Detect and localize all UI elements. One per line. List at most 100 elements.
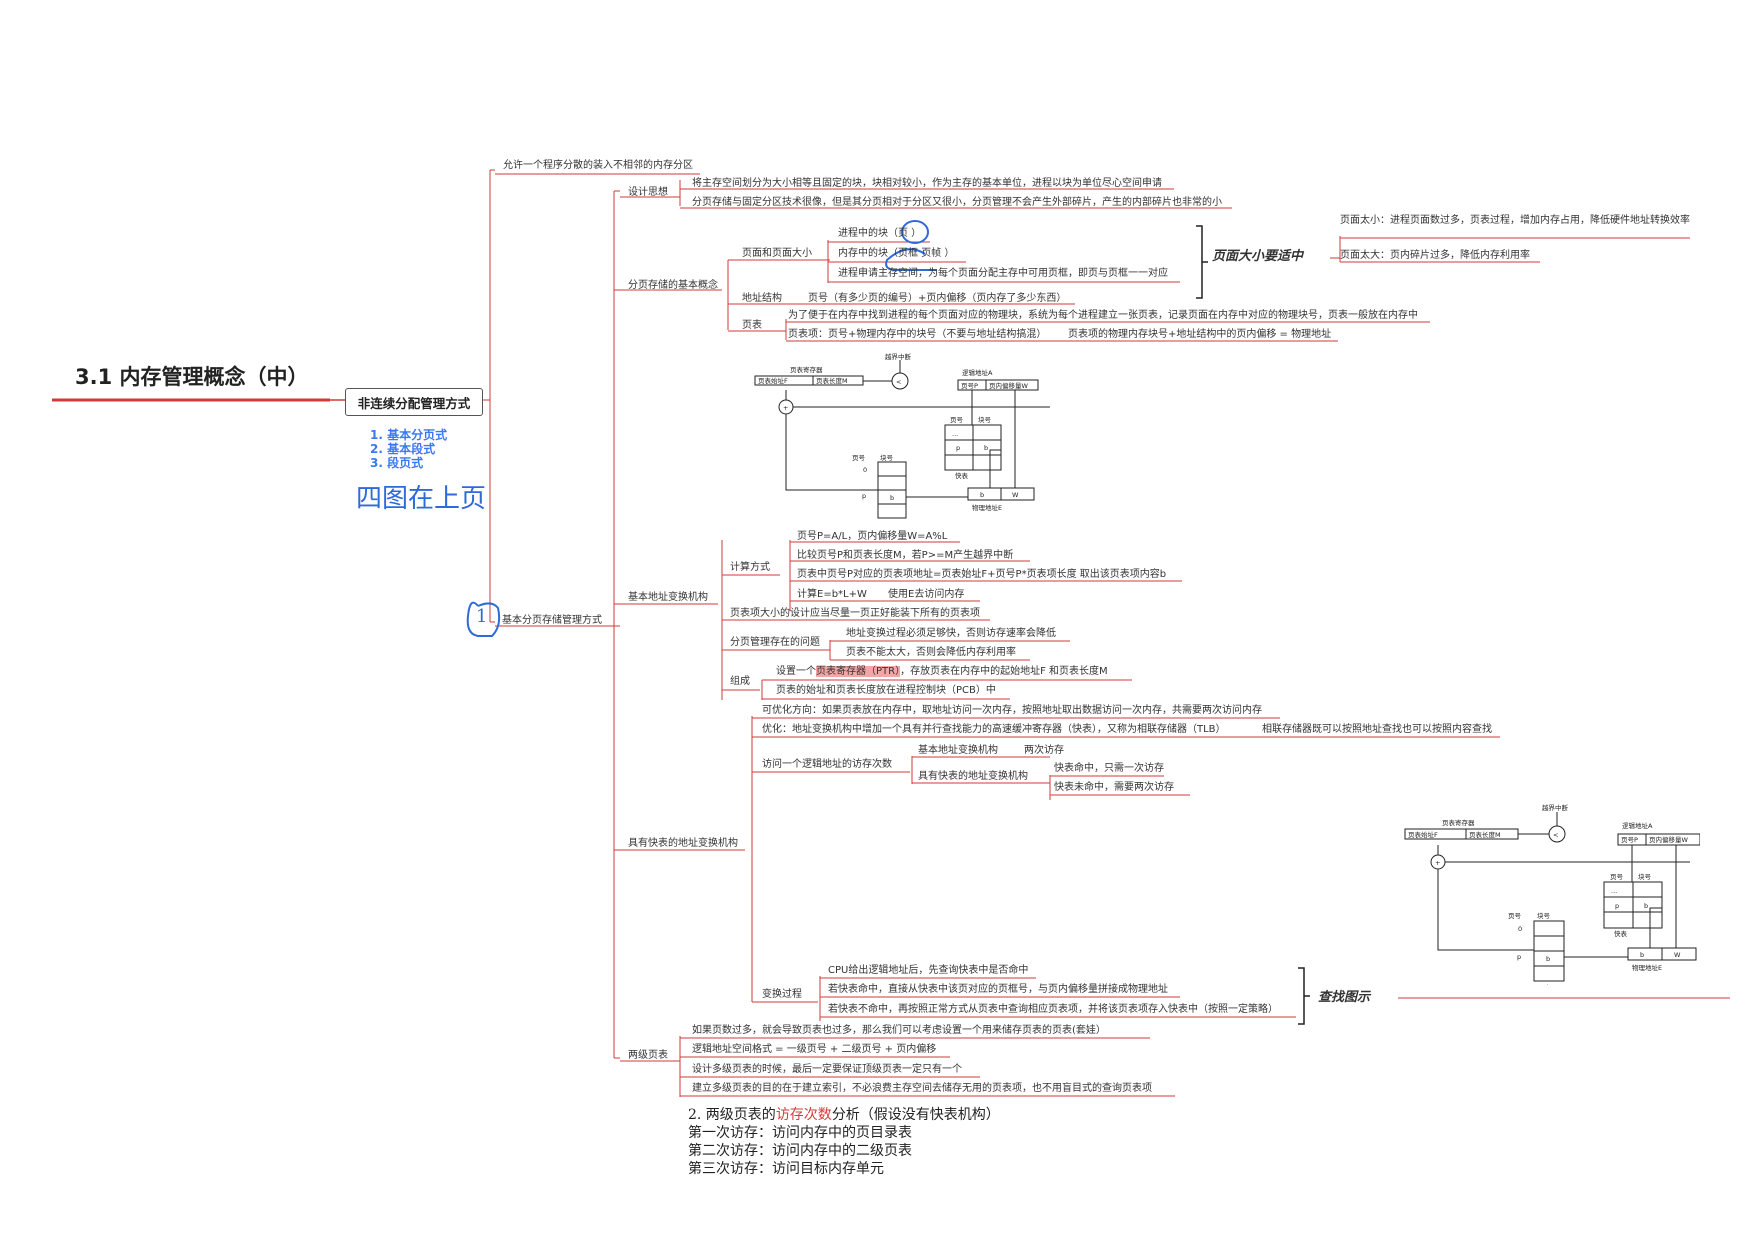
fig1-cmp: < <box>896 378 901 386</box>
fig1-tlb-b: b <box>984 444 988 452</box>
fig1-phys-w: W <box>1012 491 1019 499</box>
fig1-tlb-page: 页号 <box>950 416 964 424</box>
fig1-offset: 页内偏移量W <box>989 381 1029 390</box>
fig2-pageno: 页号P <box>1621 836 1638 844</box>
fig1-pt-label: 页表 <box>882 519 896 520</box>
calc-2: 比较页号P和页表长度M，若P>=M产生越界中断 <box>797 550 1014 561</box>
lookup-figure: 越界中断 页表寄存器 页表始址F 页表长度M < + 逻辑地址A 页号P 页内偏… <box>1404 803 1700 985</box>
comp-2: 页表的始址和页表长度放在进程控制块（PCB）中 <box>776 685 996 696</box>
tlb-optimize-2: 优化：地址变换机构中增加一个具有并行查找能力的高速缓冲寄存器（快表），又称为相联… <box>762 724 1226 735</box>
fig2-pt-block: 块号 <box>1537 911 1551 920</box>
fig2-phys-w: W <box>1674 951 1681 959</box>
central-node: 非连续分配管理方式 <box>345 388 483 416</box>
fig1-tlb-block: 块号 <box>978 415 992 424</box>
node-tlb: 具有快表的地址变换机构 <box>628 838 738 849</box>
fig2-pt-p: p <box>1517 953 1521 961</box>
method-2: 2. 基本段式 <box>370 442 436 456</box>
fig1-logical: 逻辑地址A <box>962 368 993 377</box>
note-line-1: 2. 两级页表的访存次数分析（假设没有快表机构） <box>688 1107 1000 1123</box>
mem-block: 内存中的块（页框 页帧 ） <box>838 248 955 259</box>
node-pagesize: 页面和页面大小 <box>742 248 812 259</box>
twolevel-3: 设计多级页表的时候，最后一定要保证顶级页表一定只有一个 <box>692 1064 962 1075</box>
node-concepts: 分页存储的基本概念 <box>628 280 718 291</box>
fig1-phys: 物理地址E <box>972 503 1002 512</box>
method-1: 1. 基本分页式 <box>370 428 448 442</box>
fig1-pt-block: 块号 <box>880 453 894 462</box>
fig1-pt-p: p <box>862 492 866 500</box>
access-twice: 两次访存 <box>1024 745 1064 756</box>
tlb-hit: 快表命中，只需一次访存 <box>1054 763 1164 774</box>
fig2-pt-zero: 0 <box>1518 925 1522 933</box>
node-comp: 组成 <box>730 676 750 687</box>
fig1-tlb-p: p <box>956 444 960 452</box>
fig1-overflow: 越界中断 <box>885 352 912 361</box>
process-3: 若快表不命中，再按照正常方式从页表中查询相应页表项，并将该页表项存入快表中（按照… <box>828 1004 1278 1015</box>
fig2-start: 页表始址F <box>1408 830 1438 839</box>
fig1-pt-b: b <box>890 494 894 502</box>
fig2-plus: + <box>1435 859 1440 867</box>
fig2-tlb-p: p <box>1615 902 1619 910</box>
node-addr: 地址结构 <box>742 293 782 304</box>
fig1-tlb-label: 快表 <box>955 471 969 480</box>
process-1: CPU给出逻辑地址后，先查询快表中是否命中 <box>828 965 1029 976</box>
table-desc: 为了便于在内存中找到进程的每个页面对应的物理块，系统为每个进程建立一张页表，记录… <box>788 310 1418 321</box>
fig2-len: 页表长度M <box>1469 830 1501 839</box>
tlb-optimize: 可优化方向：如果页表放在内存中，取地址访问一次内存，按照地址取出数据访问一次内存… <box>762 705 1262 716</box>
node-basic-paging: 基本分页存储管理方式 <box>502 615 602 626</box>
fig2-phys: 物理地址E <box>1632 963 1662 972</box>
twolevel-4: 建立多级页表的目的在于建立索引，不必浪费主存空间去储存无用的页表项，也不用盲目式… <box>692 1083 1152 1094</box>
fig2-tlb-b: b <box>1644 902 1648 910</box>
fig2-tlb-page: 页号 <box>1610 873 1624 881</box>
page-too-small: 页面太小：进程页面数过多，页表过程，增加内存占用，降低硬件地址转换效率 <box>1340 215 1690 226</box>
note-line-3: 第二次访存：访问内存中的二级页表 <box>688 1143 912 1159</box>
fig1-len: 页表长度M <box>816 376 848 385</box>
fig2-tlb-label: 快表 <box>1614 929 1628 938</box>
fig1-start: 页表始址F <box>758 376 788 385</box>
method-3: 3. 段页式 <box>370 456 424 470</box>
twolevel-1: 如果页数过多，就会导致页表也过多，那么我们可以考虑设置一个用来储存页表的页表(套… <box>692 1025 1106 1036</box>
handwritten-note: 四图在上页 <box>356 484 487 514</box>
fig2-pt-b: b <box>1546 955 1550 963</box>
note-line-2: 第一次访存：访问内存中的页目录表 <box>688 1125 912 1141</box>
table-entry: 页表项：页号+物理内存中的块号（不要与地址结构搞混） <box>788 329 1047 340</box>
fig1-phys-b: b <box>980 491 984 499</box>
fig2-overflow: 越界中断 <box>1542 803 1569 812</box>
fig2-tlb-block: 块号 <box>1638 872 1652 881</box>
tlb-assoc: 相联存储器既可以按照地址查找也可以按照内容查找 <box>1262 724 1492 735</box>
twolevel-2: 逻辑地址空间格式 = 一级页号 + 二级页号 + 页内偏移 <box>692 1044 937 1055</box>
calc-3: 页表中页号P对应的页表项地址=页表始址F+页号P*页表项长度 取出该页表项内容b <box>797 569 1167 580</box>
fig1-pt-page: 页号 <box>852 454 866 462</box>
proc-block: 进程中的块（页 ） <box>838 228 922 239</box>
page-title: 3.1 内存管理概念（中） <box>75 365 309 389</box>
comp-1: 设置一个页表寄存器（PTR），存放页表在内存中的起始地址F 和页表长度M <box>776 666 1108 677</box>
callout-pagesize: 页面大小要适中 <box>1212 249 1304 264</box>
fig2-pt-label: 页表 <box>1538 983 1552 985</box>
design-item-1: 将主存空间划分为大小相等且固定的块，块相对较小，作为主存的基本单位，进程以块为单… <box>692 178 1162 189</box>
access-tlb: 具有快表的地址变换机构 <box>918 771 1028 782</box>
fig1-pageno: 页号P <box>961 382 978 390</box>
process-2: 若快表命中，直接从快表中该页对应的页框号，与页内偏移量拼接成物理地址 <box>828 984 1168 995</box>
apply: 进程申请主存空间，为每个页面分配主存中可用页框，即页与页框一一对应 <box>838 268 1168 279</box>
note-line-4: 第三次访存：访问目标内存单元 <box>688 1161 884 1177</box>
node-calc: 计算方式 <box>730 562 770 573</box>
node-allow: 允许一个程序分散的装入不相邻的内存分区 <box>503 160 693 171</box>
problem-2: 页表不能太大，否则会降低内存利用率 <box>846 647 1016 658</box>
calc-1: 页号P=A/L，页内偏移量W=A%L <box>797 531 948 542</box>
fig2-offset: 页内偏移量W <box>1649 835 1689 844</box>
fig1-pt-zero: 0 <box>863 466 867 474</box>
fig1-plus: + <box>783 404 788 412</box>
callout-lookup: 查找图示 <box>1318 990 1371 1005</box>
calc-5: 使用E去访问内存 <box>888 589 965 600</box>
fig2-phys-b: b <box>1640 951 1644 959</box>
fig2-pt-page: 页号 <box>1508 912 1522 920</box>
design-item-2: 分页存储与固定分区技术很像，但是其分页相对于分区又很小，分页管理不会产生外部碎片… <box>692 197 1222 208</box>
fig2-reg: 页表寄存器 <box>1442 818 1475 827</box>
node-problem: 分页管理存在的问题 <box>730 637 820 648</box>
tlb-miss: 快表未命中，需要两次访存 <box>1054 782 1174 793</box>
table-physical: 页表项的物理内存块号+地址结构中的页内偏移 = 物理地址 <box>1068 329 1332 340</box>
fig2-logical: 逻辑地址A <box>1622 821 1653 830</box>
node-table: 页表 <box>742 320 762 331</box>
page-too-big: 页面太大：页内碎片过多，降低内存利用率 <box>1340 250 1530 261</box>
calc-4: 计算E=b*L+W <box>797 589 867 600</box>
